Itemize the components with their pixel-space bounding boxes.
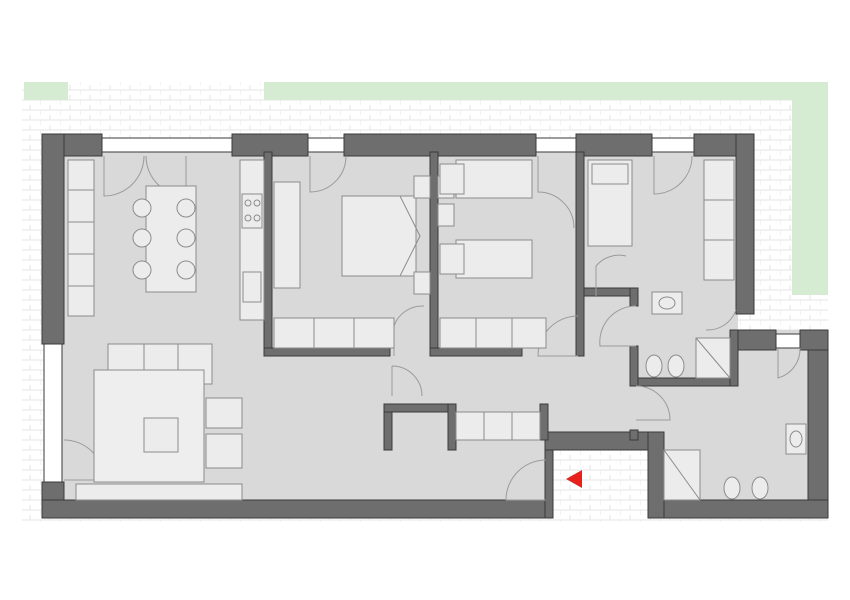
wardrobe	[703, 159, 735, 281]
bathroom-2-fixtures	[663, 423, 807, 501]
wall-bath-divider	[729, 329, 739, 387]
door-swing-icon	[705, 309, 737, 331]
dining-chair	[132, 198, 152, 218]
bed-cover	[399, 195, 421, 277]
wall-top-mid3	[575, 133, 653, 157]
door-swing-icon	[595, 254, 627, 296]
door-swing-icon	[537, 315, 579, 357]
door-swing-icon	[103, 155, 145, 197]
nightstand	[413, 175, 431, 199]
bench-left	[67, 159, 95, 317]
bidet	[667, 354, 685, 378]
wall-right-step-cap	[799, 329, 829, 351]
wall-bottom-right	[647, 499, 829, 519]
wall-between-bedrooms	[429, 151, 439, 357]
bidet	[751, 476, 769, 500]
wall-right-upper	[735, 133, 755, 315]
twin-bedroom-furniture	[437, 159, 547, 349]
garden-strip-top	[264, 82, 828, 100]
pillow	[439, 243, 465, 275]
armchair	[205, 397, 243, 429]
dining-chair	[132, 260, 152, 280]
wall-closet-top	[383, 403, 449, 413]
wall-left-upper	[41, 133, 65, 345]
door-swing-icon	[635, 385, 671, 421]
wall-closet-mid	[447, 403, 457, 451]
walls	[41, 133, 829, 519]
wall-bedroom2-bottom	[429, 347, 523, 357]
basin-bowl	[658, 296, 676, 310]
shower-line	[695, 337, 731, 379]
window-icon	[307, 137, 345, 153]
toilet	[723, 476, 741, 500]
wall-bedroom-bottom	[263, 347, 391, 357]
wall-bedroom-left	[263, 151, 273, 357]
burner	[253, 214, 261, 222]
wall-closet-right	[539, 403, 549, 441]
armchair	[205, 433, 243, 469]
storage-closet	[455, 411, 541, 441]
wall-stair-right	[647, 431, 665, 519]
basin-bowl	[789, 430, 803, 448]
wall-top-mid2	[343, 133, 537, 157]
door-swing-icon	[391, 365, 423, 397]
wall-right-lower	[807, 329, 829, 519]
shower-line	[663, 449, 701, 501]
wall-bedroom3-bottom	[583, 287, 631, 297]
door-swing-icon	[309, 155, 347, 193]
garden-strip-right	[792, 82, 828, 295]
master-bedroom-furniture	[273, 175, 431, 349]
windows	[43, 137, 801, 483]
dining-chair	[176, 198, 196, 218]
double-bed	[341, 195, 417, 277]
kitchen-sink	[242, 271, 262, 303]
wardrobe	[439, 317, 547, 349]
door-swing-icon	[505, 459, 547, 501]
window-icon	[775, 333, 801, 349]
wall-bottom-left	[41, 499, 548, 519]
burner	[244, 199, 252, 207]
tv-unit	[75, 483, 243, 501]
single-bed	[455, 159, 533, 199]
wall-bath1-bottom	[637, 377, 739, 387]
bathroom-1-fixtures	[645, 291, 731, 379]
cooktop	[241, 193, 263, 229]
wall-bedroom3-left	[575, 151, 585, 357]
single-bed	[455, 239, 533, 279]
window-icon	[101, 137, 233, 153]
wall-entrance-left	[544, 439, 554, 519]
wall-bath2-left	[629, 429, 639, 441]
door-swing-icon	[599, 305, 637, 347]
nightstand	[437, 203, 455, 227]
door-swing-icon	[537, 156, 575, 229]
pillow	[439, 163, 465, 195]
burner	[244, 214, 252, 222]
wardrobe	[273, 317, 395, 349]
hallway-closet	[455, 411, 541, 441]
coffee-table	[143, 417, 179, 453]
dining-chair	[176, 228, 196, 248]
toilet	[645, 354, 663, 378]
burner	[253, 199, 261, 207]
entrance-arrow-icon	[566, 470, 582, 488]
door-swing-icon	[777, 347, 801, 379]
wall-bath1-left	[629, 287, 639, 307]
window-icon	[535, 137, 577, 153]
wall-stair-top	[544, 431, 664, 451]
window-icon	[43, 343, 63, 483]
wall-bath1-left-lower	[629, 345, 639, 387]
dining-chair	[176, 260, 196, 280]
living-kitchen-furniture	[67, 159, 265, 501]
doors	[63, 155, 801, 501]
garden-strip-left	[24, 82, 68, 100]
dining-chair	[132, 228, 152, 248]
pillow	[591, 163, 629, 185]
single-bedroom-furniture	[587, 159, 735, 281]
nightstand	[413, 271, 431, 295]
door-swing-icon	[653, 155, 693, 195]
desk	[273, 181, 301, 289]
window-icon	[651, 137, 695, 153]
